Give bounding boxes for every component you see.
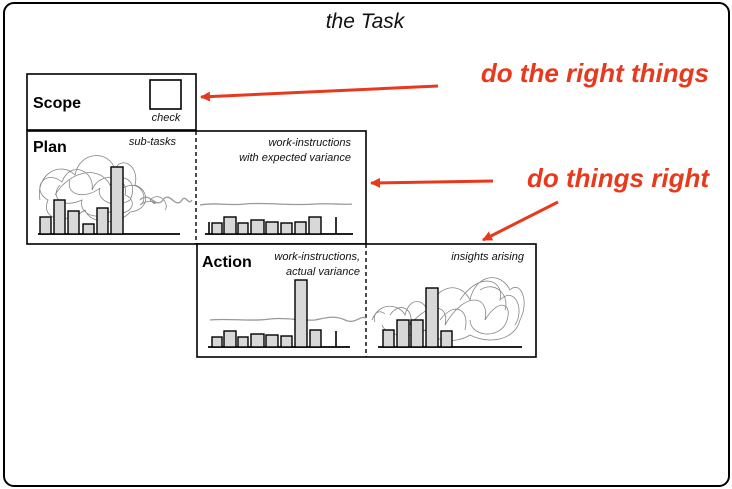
bar <box>82 223 95 235</box>
bar <box>110 166 124 235</box>
bar <box>309 329 322 348</box>
bar <box>211 222 223 235</box>
plan-instruction-bars <box>208 216 337 235</box>
action-label: Action <box>202 254 252 271</box>
bar <box>250 333 265 348</box>
action-instructions-note-2: actual variance <box>286 266 360 278</box>
callout-right-things: do the right things <box>481 58 709 88</box>
action-insights-note: insights arising <box>451 251 525 263</box>
plan-instructions-note-1: work-instructions <box>268 137 351 149</box>
bar <box>280 335 293 348</box>
plan-instructions-note-2: with expected variance <box>239 152 351 164</box>
diagram-title: the Task <box>326 10 406 33</box>
plan-label: Plan <box>33 139 67 156</box>
arrow-to-action <box>482 200 559 242</box>
bar <box>237 222 249 235</box>
bar <box>308 216 322 235</box>
bar <box>67 210 80 235</box>
arrow-to-scope <box>200 84 439 102</box>
bar <box>382 329 395 348</box>
plan-wave-right <box>199 202 353 206</box>
action-instructions-note-1: work-instructions, <box>274 251 360 263</box>
action-wave-left <box>209 316 367 323</box>
scope-label: Scope <box>33 95 81 112</box>
plan-subtask-bars <box>39 166 124 235</box>
plan-subtasks-note: sub-tasks <box>129 136 177 148</box>
bar <box>294 279 308 348</box>
bar <box>237 336 249 348</box>
bar <box>223 330 237 348</box>
bar <box>425 287 439 348</box>
action-insight-bars <box>382 287 453 348</box>
bar <box>211 336 223 348</box>
bar <box>265 334 279 348</box>
bar <box>96 207 109 235</box>
bar <box>250 219 265 235</box>
bar <box>223 216 237 235</box>
plan-wave-left <box>139 196 193 204</box>
bar <box>440 330 453 348</box>
bar <box>280 222 293 235</box>
bar <box>265 221 279 235</box>
check-box <box>149 79 182 110</box>
action-instruction-bars <box>211 279 337 348</box>
check-label: check <box>152 112 181 124</box>
bar <box>410 319 424 348</box>
arrow-to-plan <box>370 177 494 188</box>
bar <box>294 221 307 235</box>
bar <box>53 199 66 235</box>
callout-things-right: do things right <box>527 163 710 193</box>
action-scribble <box>371 277 525 341</box>
bar <box>39 216 52 235</box>
bar <box>396 319 410 348</box>
